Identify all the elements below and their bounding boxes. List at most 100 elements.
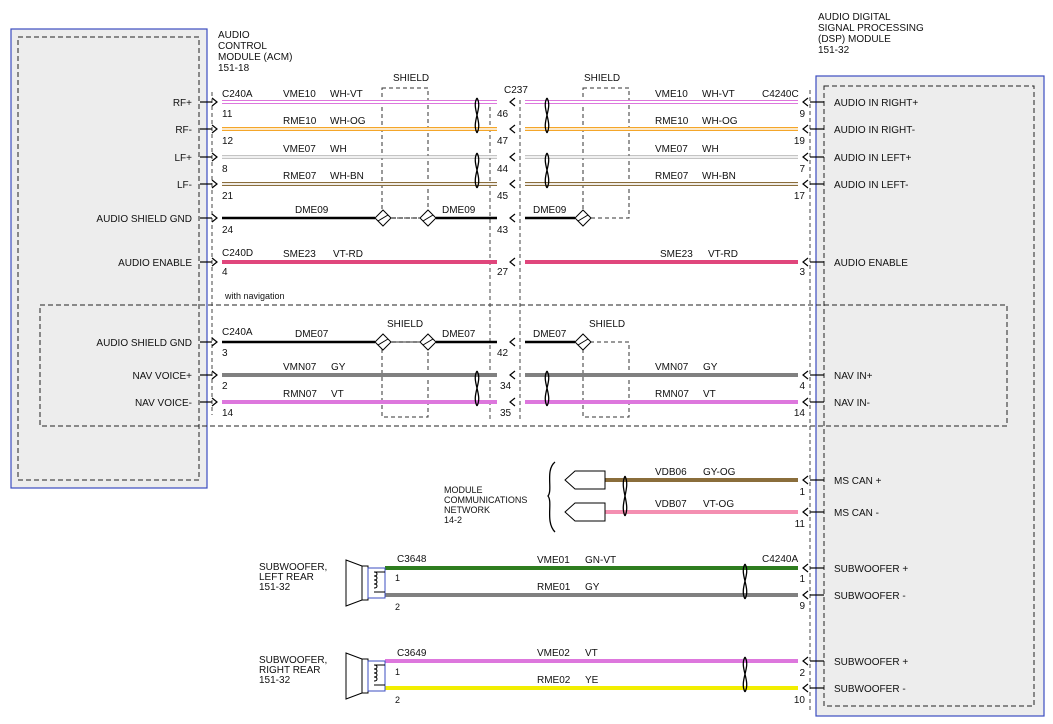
- svg-text:WH: WH: [330, 144, 347, 155]
- svg-text:RME07: RME07: [655, 171, 689, 182]
- dsp-title: AUDIO DIGITAL SIGNAL PROCESSING (DSP) MO…: [818, 12, 927, 56]
- svg-text:DME09: DME09: [442, 205, 476, 216]
- connector-c3648: C3648: [397, 554, 427, 565]
- svg-text:44: 44: [497, 164, 509, 175]
- connector-c3649: C3649: [397, 648, 427, 659]
- svg-text:47: 47: [497, 136, 509, 147]
- dsp-pin-nav-pos: NAV IN+: [834, 371, 873, 382]
- svg-text:RMN07: RMN07: [655, 389, 689, 400]
- svg-text:19: 19: [794, 136, 806, 147]
- shield-label-4: SHIELD: [589, 319, 625, 330]
- twist-markers: [474, 97, 748, 693]
- svg-text:WH-OG: WH-OG: [702, 116, 738, 127]
- shield-box-left-nav: [381, 341, 429, 418]
- dsp-pin-sub-l-pos: SUBWOOFER +: [834, 564, 908, 575]
- dsp-pin-can-pos: MS CAN +: [834, 476, 882, 487]
- svg-text:35: 35: [500, 408, 512, 419]
- svg-text:VT: VT: [703, 389, 716, 400]
- svg-text:RME10: RME10: [283, 116, 317, 127]
- sub-left-pin-pos: 1: [395, 573, 400, 583]
- svg-text:10: 10: [794, 695, 806, 706]
- svg-text:VME01: VME01: [537, 555, 570, 566]
- svg-text:2: 2: [222, 381, 228, 392]
- acm-pin-numbers: 11 12 8 21 24 4 3 2 14: [222, 109, 234, 419]
- shield-label-1: SHIELD: [393, 73, 429, 84]
- shield-box-left: [381, 87, 429, 219]
- dsp-pin-nav-neg: NAV IN-: [834, 398, 870, 409]
- svg-text:VT: VT: [331, 389, 344, 400]
- shield-box-right: [582, 87, 630, 219]
- dsp-pin-in-left-neg: AUDIO IN LEFT-: [834, 180, 908, 191]
- acm-pin-rf-pos: RF+: [173, 98, 192, 109]
- subwoofer-left-label: SUBWOOFER, LEFT REAR 151-32: [259, 562, 330, 593]
- svg-text:4: 4: [222, 267, 228, 278]
- svg-text:GY-OG: GY-OG: [703, 467, 736, 478]
- acm-module-box: [10, 28, 208, 489]
- svg-text:VME07: VME07: [655, 144, 688, 155]
- svg-text:VMN07: VMN07: [655, 362, 689, 373]
- svg-text:9: 9: [799, 109, 805, 120]
- svg-text:17: 17: [794, 191, 806, 202]
- dsp-pin-in-right-pos: AUDIO IN RIGHT+: [834, 98, 918, 109]
- network-symbol: [547, 461, 606, 533]
- dsp-pin-sub-r-pos: SUBWOOFER +: [834, 657, 908, 668]
- dsp-pin-can-neg: MS CAN -: [834, 508, 879, 519]
- svg-text:WH-OG: WH-OG: [330, 116, 366, 127]
- svg-text:VME07: VME07: [283, 144, 316, 155]
- svg-text:VME10: VME10: [283, 89, 316, 100]
- shield-label-2: SHIELD: [584, 73, 620, 84]
- svg-text:GN-VT: GN-VT: [585, 555, 616, 566]
- svg-text:DME09: DME09: [295, 205, 329, 216]
- svg-text:RME01: RME01: [537, 582, 571, 593]
- sub-left-pin-neg: 2: [395, 602, 400, 612]
- svg-text:VT-RD: VT-RD: [333, 249, 363, 260]
- svg-text:VMN07: VMN07: [283, 362, 317, 373]
- terminal-marks: [200, 97, 824, 693]
- svg-text:GY: GY: [331, 362, 346, 373]
- svg-text:34: 34: [500, 381, 512, 392]
- connector-c4240a: C4240A: [762, 554, 798, 565]
- svg-text:43: 43: [497, 225, 509, 236]
- svg-text:24: 24: [222, 225, 234, 236]
- svg-text:7: 7: [799, 164, 805, 175]
- connector-c4240c: C4240C: [762, 89, 799, 100]
- dsp-pin-enable: AUDIO ENABLE: [834, 258, 908, 269]
- svg-text:3: 3: [222, 348, 228, 359]
- dsp-pin-sub-l-neg: SUBWOOFER -: [834, 591, 906, 602]
- svg-text:11: 11: [222, 109, 233, 120]
- svg-text:VDB06: VDB06: [655, 467, 687, 478]
- svg-text:RMN07: RMN07: [283, 389, 317, 400]
- svg-text:42: 42: [497, 348, 509, 359]
- svg-text:DME07: DME07: [442, 329, 476, 340]
- svg-text:1: 1: [799, 487, 805, 498]
- svg-text:WH-VT: WH-VT: [702, 89, 735, 100]
- connector-c240a: C240A: [222, 89, 253, 100]
- svg-text:12: 12: [222, 136, 234, 147]
- acm-pin-enable: AUDIO ENABLE: [118, 258, 192, 269]
- svg-text:GY: GY: [585, 582, 600, 593]
- svg-text:27: 27: [497, 267, 509, 278]
- acm-pin-labels: RF+ RF- LF+ LF- AUDIO SHIELD GND AUDIO E…: [96, 98, 192, 409]
- svg-text:VT: VT: [585, 648, 598, 659]
- svg-text:RME10: RME10: [655, 116, 689, 127]
- acm-module-inner: [17, 36, 200, 481]
- acm-pin-shield-gnd-nav: AUDIO SHIELD GND: [96, 338, 192, 349]
- svg-text:GY: GY: [703, 362, 718, 373]
- svg-text:VT-RD: VT-RD: [708, 249, 738, 260]
- svg-text:3: 3: [799, 267, 805, 278]
- acm-title: AUDIO CONTROL MODULE (ACM) 151-18: [218, 30, 295, 74]
- svg-text:14: 14: [222, 408, 234, 419]
- navigation-group-label: with navigation: [224, 291, 285, 301]
- svg-text:WH-BN: WH-BN: [330, 171, 364, 182]
- svg-text:14: 14: [794, 408, 806, 419]
- svg-text:9: 9: [799, 601, 805, 612]
- svg-text:4: 4: [799, 381, 805, 392]
- svg-text:46: 46: [497, 109, 509, 120]
- svg-text:VT-OG: VT-OG: [703, 499, 734, 510]
- svg-text:DME09: DME09: [533, 205, 567, 216]
- svg-text:WH: WH: [702, 144, 719, 155]
- acm-pin-shield-gnd: AUDIO SHIELD GND: [96, 214, 192, 225]
- inline-pin-numbers: 46 47 44 45 43 27 42 34 35: [497, 109, 512, 419]
